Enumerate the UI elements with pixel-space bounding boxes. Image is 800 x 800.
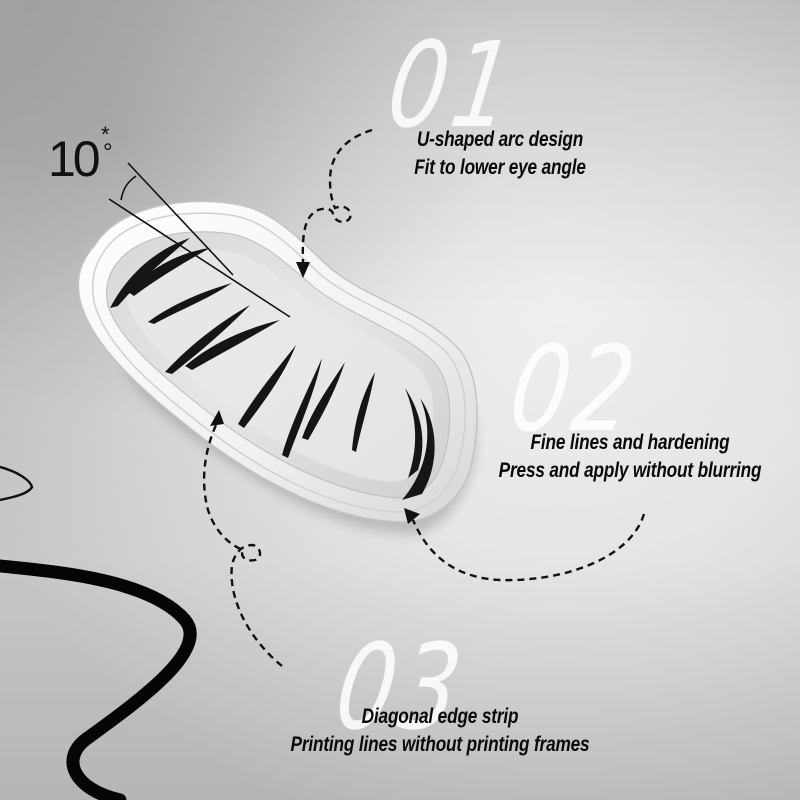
feature-title-03: Diagonal edge strip (361, 705, 519, 728)
feature-subtitle-01: Fit to lower eye angle (414, 156, 586, 179)
feature-subtitle-02: Press and apply without blurring (498, 459, 762, 482)
lash-pattern (110, 238, 435, 500)
angle-guide-lines (108, 162, 291, 318)
feature-subtitle-03: Printing lines without printing frames (290, 733, 590, 756)
angle-asterisk: * (101, 122, 110, 147)
angle-value: 10 (48, 131, 101, 187)
feature-caption-02: Fine lines and hardening Press and apply… (474, 429, 786, 485)
feature-caption-01: U-shaped arc design Fit to lower eye ang… (369, 126, 631, 182)
angle-degree-symbol: ° (103, 139, 113, 166)
feature-title-02: Fine lines and hardening (530, 431, 730, 454)
feature-title-01: U-shaped arc design (416, 128, 584, 151)
stamp-body (77, 200, 478, 523)
feature-caption-03: Diagonal edge strip Printing lines witho… (227, 703, 653, 759)
decor-wave-lines (0, 465, 197, 800)
